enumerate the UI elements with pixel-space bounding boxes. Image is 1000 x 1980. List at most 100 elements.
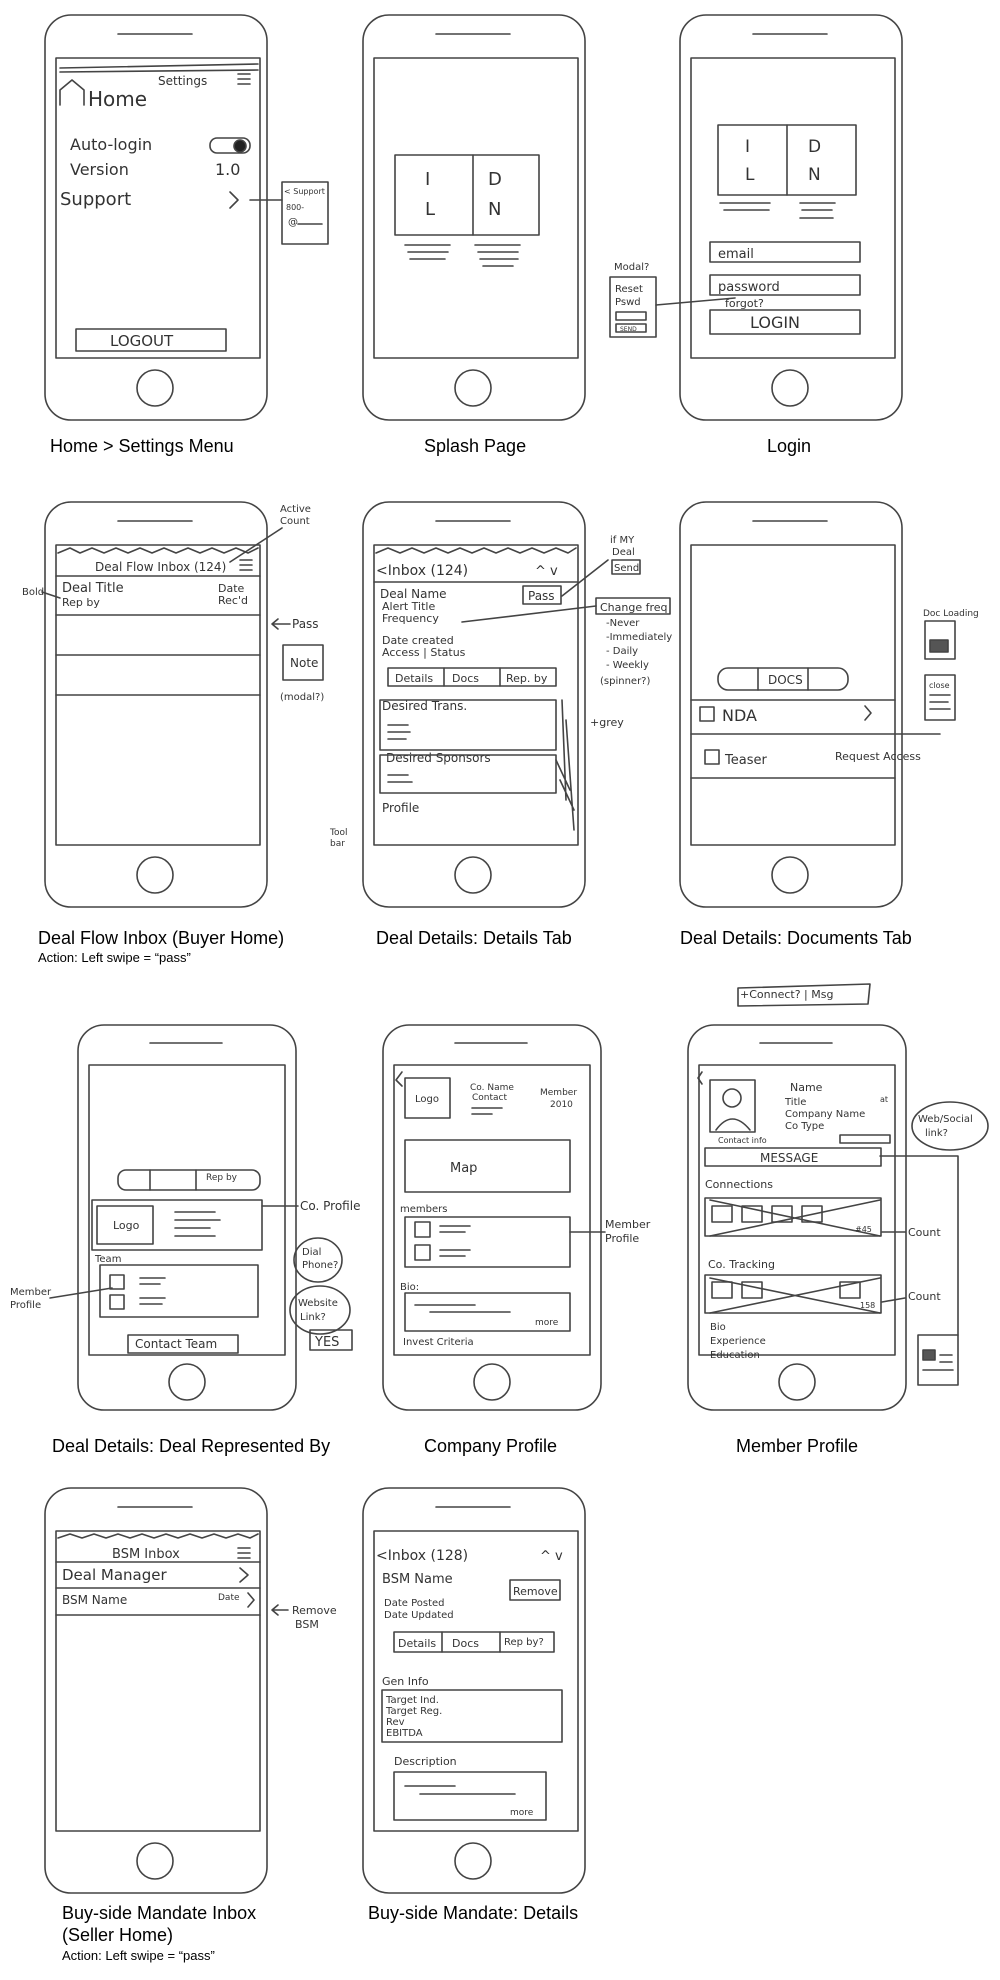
settings-home: Home	[88, 87, 147, 111]
svg-text:Map: Map	[450, 1161, 477, 1176]
svg-text:BSM: BSM	[295, 1618, 319, 1631]
svg-text:Bold: Bold	[22, 587, 44, 598]
settings-logout: LOGOUT	[110, 332, 174, 350]
svg-text:Desired Trans.: Desired Trans.	[382, 699, 467, 713]
svg-text:Logo: Logo	[415, 1094, 439, 1105]
caption-bsm-inbox-action: Action: Left swipe = “pass”	[62, 1948, 215, 1963]
phone-deal-flow-inbox: Deal Flow Inbox (124) Deal Title Rep by …	[22, 501, 324, 908]
svg-text:Connections: Connections	[705, 1178, 773, 1191]
svg-text:Target Reg.: Target Reg.	[385, 1706, 442, 1717]
svg-text:<Inbox (124): <Inbox (124)	[376, 563, 468, 579]
svg-text:Count: Count	[908, 1290, 941, 1303]
caption-company-profile: Company Profile	[424, 1436, 558, 1456]
svg-text:< Support: < Support	[284, 187, 325, 196]
svg-text:Rep by?: Rep by?	[504, 1637, 544, 1648]
svg-text:at: at	[880, 1095, 888, 1104]
svg-text:Co. Profile: Co. Profile	[300, 1199, 360, 1213]
svg-text:more: more	[510, 1808, 534, 1818]
svg-text:Contact Team: Contact Team	[135, 1337, 217, 1351]
svg-text:Deal Flow Inbox (124): Deal Flow Inbox (124)	[95, 560, 226, 574]
svg-text:@: @	[288, 217, 298, 228]
svg-text:Pass: Pass	[292, 617, 319, 631]
svg-text:158: 158	[860, 1301, 875, 1310]
svg-text:Dial: Dial	[302, 1247, 321, 1258]
caption-bsm-details: Buy-side Mandate: Details	[368, 1903, 579, 1923]
caption-splash-page: Splash Page	[424, 436, 527, 456]
svg-text:MESSAGE: MESSAGE	[760, 1151, 818, 1165]
svg-text:Deal Manager: Deal Manager	[62, 1566, 167, 1584]
caption-documents-tab: Deal Details: Documents Tab	[680, 928, 912, 948]
svg-text:link?: link?	[925, 1128, 948, 1139]
svg-text:L: L	[745, 165, 755, 185]
svg-text:Rev: Rev	[386, 1717, 405, 1728]
svg-text:Send: Send	[614, 563, 639, 574]
svg-text:Co. Name: Co. Name	[470, 1083, 514, 1093]
svg-text:D: D	[808, 137, 821, 157]
phone-rep-by: Rep by Logo Team Contact Team Co. Profil…	[10, 1024, 360, 1411]
svg-text:Reset: Reset	[615, 284, 643, 295]
svg-text:Phone?: Phone?	[302, 1260, 338, 1271]
svg-text:Modal?: Modal?	[614, 262, 649, 273]
caption-member-profile: Member Profile	[736, 1436, 859, 1456]
svg-text:<Inbox (128): <Inbox (128)	[376, 1548, 468, 1564]
caption-details-tab: Deal Details: Details Tab	[376, 928, 572, 948]
caption-bsm-inbox-seller: (Seller Home)	[62, 1925, 174, 1945]
svg-text:-Immediately: -Immediately	[606, 632, 672, 643]
svg-text:Profile: Profile	[382, 801, 419, 815]
svg-text:(spinner?): (spinner?)	[600, 676, 650, 687]
svg-text:L: L	[425, 199, 435, 220]
svg-text:D: D	[488, 169, 502, 190]
svg-text:+grey: +grey	[590, 716, 624, 729]
svg-text:Doc Loading: Doc Loading	[923, 609, 979, 619]
svg-text:I: I	[425, 169, 430, 190]
svg-text:Date: Date	[218, 1593, 240, 1603]
svg-text:Profile: Profile	[605, 1232, 639, 1245]
svg-text:Gen Info: Gen Info	[382, 1675, 429, 1688]
svg-text:Pswd: Pswd	[615, 297, 641, 308]
svg-text:Count: Count	[280, 516, 310, 527]
svg-text:Profile: Profile	[10, 1300, 41, 1311]
svg-text:if MY: if MY	[610, 535, 635, 546]
svg-text:Request Access: Request Access	[835, 750, 921, 763]
svg-text:Rep. by: Rep. by	[506, 672, 548, 685]
settings-title: Settings	[158, 74, 207, 88]
phone-deal-details: <Inbox (124) ^ v Deal Name Alert Title F…	[329, 501, 672, 908]
phone-member: +Connect? | Msg Name Title at Company Na…	[687, 983, 989, 1411]
svg-text:password: password	[718, 280, 780, 295]
svg-text:2010: 2010	[550, 1100, 573, 1110]
caption-bsm-inbox: Buy-side Mandate Inbox	[62, 1903, 257, 1923]
svg-text:-Never: -Never	[606, 618, 640, 629]
svg-text:forgot?: forgot?	[725, 297, 764, 310]
svg-text:Date created: Date created	[382, 634, 454, 647]
caption-deal-flow-inbox-action: Action: Left swipe = “pass”	[38, 950, 191, 965]
svg-text:^ v: ^ v	[540, 1549, 563, 1564]
settings-version: Version	[70, 160, 129, 179]
svg-text:Company Name: Company Name	[785, 1109, 865, 1120]
svg-text:Name: Name	[790, 1081, 823, 1094]
svg-text:Link?: Link?	[300, 1312, 326, 1323]
svg-text:Team: Team	[94, 1254, 121, 1265]
phone-documents: DOCS NDA Teaser Request Access Doc Loadi…	[679, 501, 979, 908]
svg-text:Description: Description	[394, 1755, 457, 1768]
svg-text:Details: Details	[398, 1637, 436, 1650]
phone-bsm-inbox: BSM Inbox Deal Manager BSM Name Date Rem…	[44, 1487, 337, 1894]
svg-text:Invest Criteria: Invest Criteria	[403, 1337, 474, 1348]
svg-text:bar: bar	[330, 839, 345, 849]
svg-text:Date Updated: Date Updated	[384, 1610, 454, 1621]
svg-text:email: email	[718, 247, 754, 262]
svg-text:SEND: SEND	[620, 326, 637, 333]
svg-text:Member: Member	[605, 1218, 651, 1231]
svg-text:N: N	[808, 165, 821, 185]
svg-text:EBITDA: EBITDA	[386, 1728, 423, 1739]
svg-text:Note: Note	[290, 656, 318, 670]
svg-text:Co. Tracking: Co. Tracking	[708, 1258, 775, 1271]
svg-text:+Connect? | Msg: +Connect? | Msg	[740, 988, 833, 1001]
svg-text:close: close	[929, 681, 950, 690]
svg-text:#45: #45	[855, 1225, 872, 1234]
svg-text:Experience: Experience	[710, 1336, 766, 1347]
phone-settings: Settings Home Auto-login Version 1.0 Sup…	[44, 14, 329, 421]
svg-text:Change freq: Change freq	[600, 601, 668, 614]
svg-text:Pass: Pass	[528, 589, 555, 603]
svg-text:Deal Name: Deal Name	[380, 587, 447, 601]
